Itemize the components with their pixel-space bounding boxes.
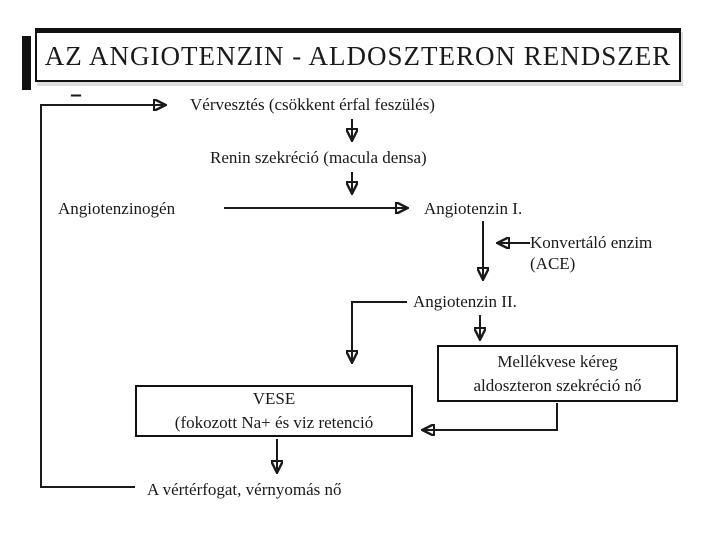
node-angiotenzin-2: Angiotenzin II. bbox=[413, 292, 517, 311]
node-konvertalo-enzim: Konvertáló enzim (ACE) bbox=[530, 232, 652, 274]
vese-line1: VESE bbox=[252, 389, 296, 408]
title-left-accent-bar bbox=[22, 36, 31, 90]
arrow-angiotenzin2-to-vese bbox=[352, 301, 407, 361]
feedback-loop-arrow bbox=[40, 105, 164, 488]
mellekvese-line2: aldoszteron szekréció nő bbox=[473, 375, 642, 395]
box-vese: VESE (fokozott Na+ és viz retenció bbox=[135, 385, 413, 437]
mellekvese-line1: Mellékvese kéreg bbox=[497, 351, 618, 371]
node-angiotenzinogen: Angiotenzinogén bbox=[58, 199, 176, 218]
node-vervesztes: Vérvesztés (csökkent érfal feszülés) bbox=[190, 95, 435, 114]
node-renin-szekrecio: Renin szekréció (macula densa) bbox=[210, 148, 427, 167]
title-box: AZ ANGIOTENZIN - ALDOSZTERON RENDSZER bbox=[35, 28, 681, 82]
arrow-mellekvese-to-vese bbox=[424, 403, 558, 430]
node-vertefogat: A vértérfogat, vérnyomás nő bbox=[147, 480, 342, 499]
page-title: AZ ANGIOTENZIN - ALDOSZTERON RENDSZER bbox=[44, 41, 672, 71]
konvertalo-enzim-line2: (ACE) bbox=[530, 254, 576, 273]
konvertalo-enzim-line1: Konvertáló enzim bbox=[530, 233, 653, 252]
box-mellekvese-kereg: Mellékvese kéreg aldoszteron szekréció n… bbox=[437, 345, 678, 402]
node-angiotenzin-1: Angiotenzin I. bbox=[424, 199, 523, 218]
negative-feedback-sign: – bbox=[71, 78, 81, 110]
vese-line2: (fokozott Na+ és viz retenció bbox=[174, 413, 374, 432]
